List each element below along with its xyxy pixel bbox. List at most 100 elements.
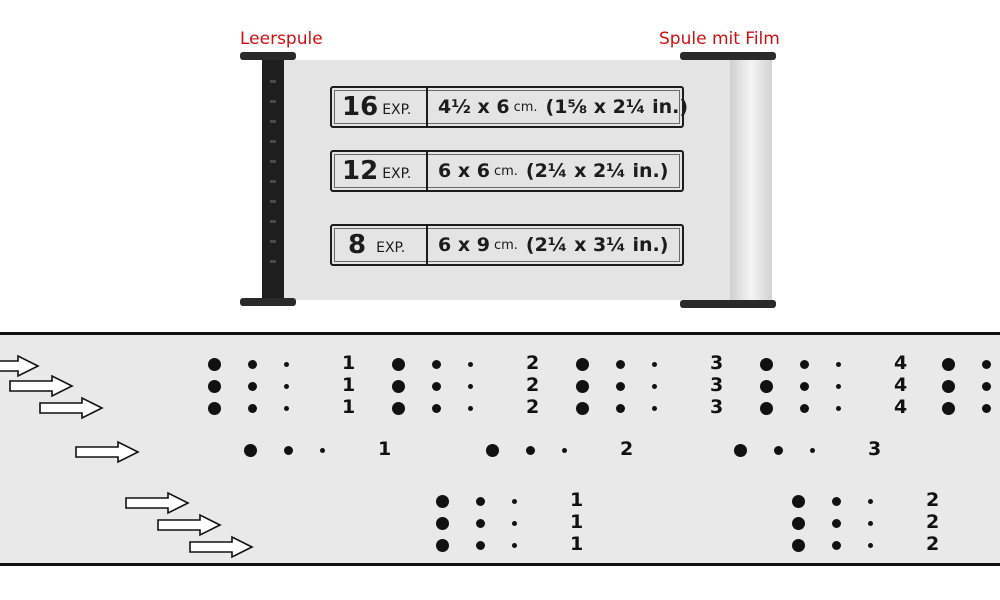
size-unit: cm. (513, 99, 538, 115)
frame-number: 2 (526, 374, 540, 396)
dot-icon (320, 448, 325, 453)
dot-icon (248, 382, 257, 391)
dot-icon (982, 360, 991, 369)
dot-icon (576, 402, 589, 415)
size-metric: 4½ x 6 (438, 96, 510, 118)
dot-icon (248, 404, 257, 413)
dot-icon (208, 358, 221, 371)
dot-icon (208, 402, 221, 415)
dot-icon (832, 497, 841, 506)
dot-icon (868, 543, 873, 548)
frame-number: 1 (570, 511, 584, 533)
dot-icon (284, 446, 293, 455)
exposure-count: 12 (342, 156, 379, 186)
dot-icon (760, 380, 773, 393)
format-box-8: 8 EXP. 6 x 9 cm. (2¼ x 3¼ in.) (330, 224, 684, 266)
dot-icon (576, 380, 589, 393)
spool-teeth-icon (270, 80, 276, 263)
dot-icon (562, 448, 567, 453)
frame-number: 3 (868, 438, 882, 460)
frame-number: 2 (926, 511, 940, 533)
size-unit: cm. (493, 163, 518, 179)
dot-icon (868, 521, 873, 526)
dot-icon (616, 404, 625, 413)
spool-flange-bottom (240, 298, 296, 306)
exposure-cell: 8 EXP. (332, 226, 428, 264)
dot-icon (468, 384, 473, 389)
dot-icon (284, 384, 289, 389)
dot-icon (616, 382, 625, 391)
dot-icon (432, 360, 441, 369)
dot-icon (800, 382, 809, 391)
film-spool-label: Spule mit Film (659, 29, 780, 49)
dot-icon (734, 444, 747, 457)
dot-icon (392, 380, 405, 393)
dot-icon (800, 360, 809, 369)
frame-number: 1 (570, 533, 584, 555)
spool-core (262, 60, 284, 298)
dot-icon (244, 444, 257, 457)
spool-flange-bottom (680, 300, 776, 308)
size-cell: 6 x 9 cm. (2¼ x 3¼ in.) (428, 226, 682, 264)
size-cell: 4½ x 6 cm. (1⅝ x 2¼ in.) (428, 88, 688, 126)
frame-number: 3 (710, 396, 724, 418)
frame-number: 2 (926, 533, 940, 555)
dot-icon (512, 499, 517, 504)
size-metric: 6 x 9 (438, 234, 490, 256)
dot-icon (800, 404, 809, 413)
frame-number: 2 (526, 396, 540, 418)
dot-icon (486, 444, 499, 457)
size-inches: (1⅝ x 2¼ in.) (545, 96, 689, 118)
size-inches: (2¼ x 2¼ in.) (525, 160, 669, 182)
dot-icon (792, 539, 805, 552)
exposure-word: EXP. (382, 102, 412, 118)
dot-icon (284, 406, 289, 411)
dot-icon (436, 539, 449, 552)
dot-icon (476, 519, 485, 528)
dot-icon (868, 499, 873, 504)
empty-spool-label: Leerspule (240, 29, 323, 49)
film-spool (680, 52, 776, 308)
dot-icon (284, 362, 289, 367)
frame-number: 1 (570, 489, 584, 511)
dot-icon (576, 358, 589, 371)
dot-icon (392, 358, 405, 371)
film-roll (730, 60, 772, 300)
frame-number: 2 (926, 489, 940, 511)
exposure-word: EXP. (376, 240, 406, 256)
dot-icon (436, 517, 449, 530)
dot-icon (476, 497, 485, 506)
exposure-count: 8 (348, 230, 367, 260)
exposure-count: 16 (342, 92, 379, 122)
dot-icon (432, 404, 441, 413)
size-inches: (2¼ x 3¼ in.) (525, 234, 669, 256)
dot-icon (392, 402, 405, 415)
dot-icon (436, 495, 449, 508)
exposure-cell: 16 EXP. (332, 88, 428, 126)
frame-number: 1 (342, 374, 356, 396)
dot-icon (982, 404, 991, 413)
dot-icon (652, 384, 657, 389)
dot-icon (942, 380, 955, 393)
dot-icon (792, 517, 805, 530)
dot-icon (832, 519, 841, 528)
dot-icon (652, 362, 657, 367)
size-metric: 6 x 6 (438, 160, 490, 182)
dot-icon (942, 358, 955, 371)
exposure-cell: 12 EXP. (332, 152, 428, 190)
dot-icon (248, 360, 257, 369)
dot-icon (836, 362, 841, 367)
dot-icon (774, 446, 783, 455)
dot-icon (836, 384, 841, 389)
backing-paper (262, 60, 760, 300)
dot-icon (468, 406, 473, 411)
frame-number: 1 (342, 396, 356, 418)
dot-icon (942, 402, 955, 415)
frame-number: 4 (894, 374, 908, 396)
dot-icon (832, 541, 841, 550)
dot-icon (760, 358, 773, 371)
exposure-word: EXP. (382, 166, 412, 182)
frame-number: 2 (620, 438, 634, 460)
frame-number: 4 (894, 352, 908, 374)
spool-flange-top (240, 52, 296, 60)
